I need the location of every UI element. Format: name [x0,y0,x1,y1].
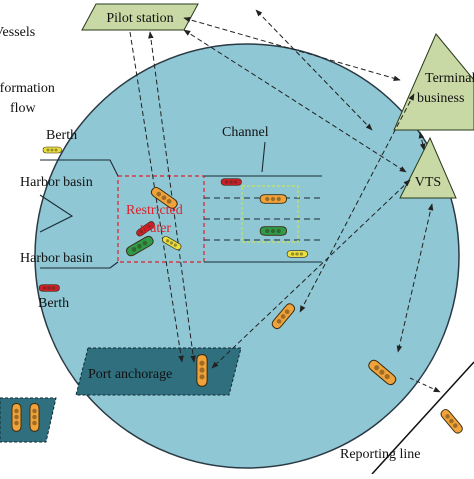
vessel-channel-orange [259,194,288,204]
channel-label: Channel [222,125,269,140]
harbor-basin-walls [39,159,119,269]
anchorage-fragment [0,397,57,443]
berth-bottom-label: Berth [38,296,69,311]
port-anchorage-label: Port anchorage [88,367,172,382]
vessel-fragment-2 [29,403,40,432]
information-flow-label-line1: Information [0,81,55,96]
information-flow-arrows [129,9,434,369]
vessel-berth-bottom [38,284,60,292]
vessel-channel-yellow [286,250,308,258]
information-flow-label-line2: flow [10,101,37,116]
vessel-channel-green [259,226,288,236]
restricted-water-label-line1: Restricted [126,203,183,218]
port-water-area [34,43,460,469]
terminal-label-line1: Terminal [425,71,474,86]
pilot-station-label: Pilot station [106,11,173,26]
vessel-fragment-1 [11,403,22,432]
vessel-channel-red [220,178,242,186]
reporting-line-label: Reporting line [340,447,421,462]
berth-top-label: Berth [46,128,77,143]
vessel-berth-top [42,146,62,154]
reporting-arrow [409,377,441,393]
harbor-basin-bottom-label: Harbor basin [20,251,93,266]
vts-label: VTS [415,175,441,190]
terminal-label-line2: business [417,91,464,106]
vessels-label: Vessels [0,25,35,40]
reporting-line [371,361,474,475]
restricted-water-label-line2: water [140,221,171,236]
harbor-basin-top-label: Harbor basin [20,175,93,190]
vessel-outer [438,407,465,436]
vessel-anchorage [196,354,208,387]
